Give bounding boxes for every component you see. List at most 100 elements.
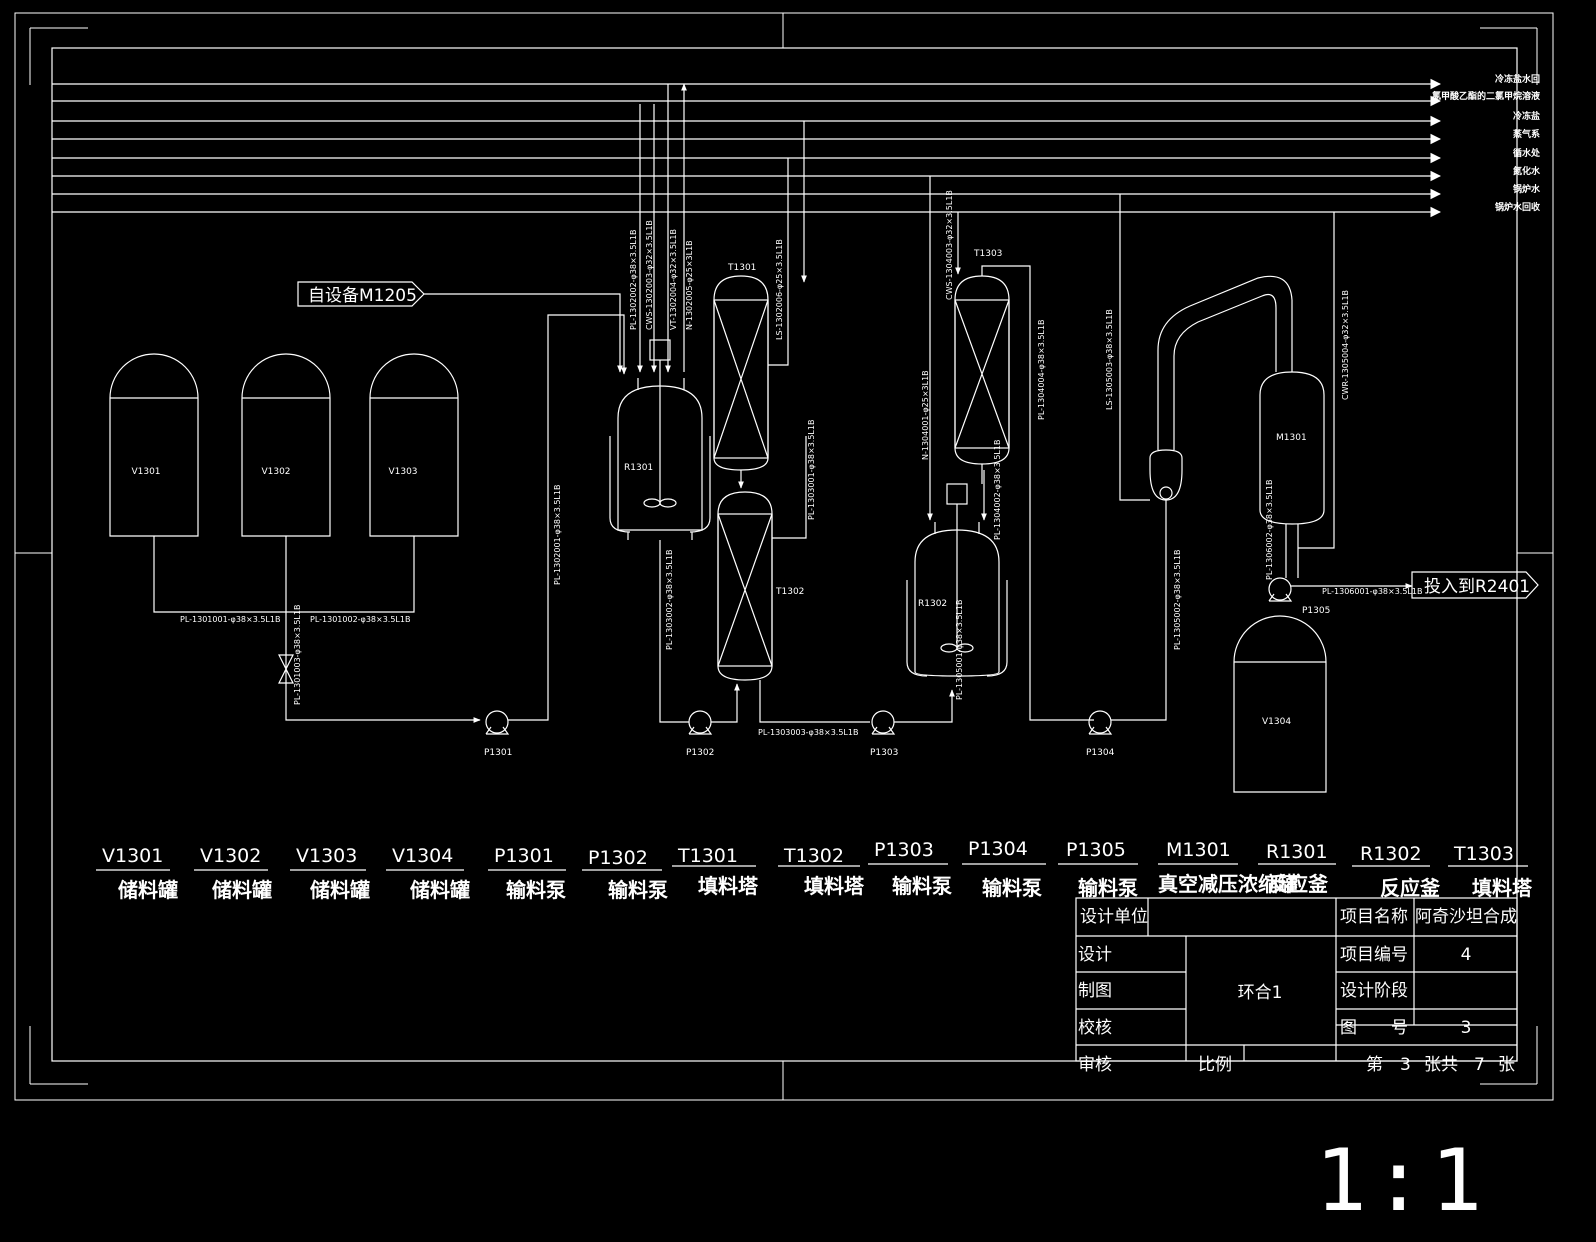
- legend-item: P1304 输料泵: [962, 838, 1046, 900]
- svg-text:P1302: P1302: [588, 847, 648, 869]
- sheet-di: 第: [1366, 1055, 1383, 1075]
- svg-text:V1301: V1301: [102, 845, 163, 867]
- svg-text:PL-1306001-φ38×3.5L1B: PL-1306001-φ38×3.5L1B: [1322, 587, 1422, 596]
- project-name: 阿奇沙坦合成: [1415, 907, 1517, 927]
- tank-outlet-piping: PL-1301001-φ38×3.5L1B PL-1301002-φ38×3.5…: [153, 536, 481, 723]
- legend-item: M1301 真空减压浓缩罐: [1158, 839, 1298, 896]
- project-no-label: 项目编号: [1340, 945, 1408, 965]
- drawing-frame: [14, 12, 1554, 1101]
- svg-text:PL-1303003-φ38×3.5L1B: PL-1303003-φ38×3.5L1B: [758, 728, 858, 737]
- svg-text:R1301: R1301: [1266, 841, 1328, 863]
- m1301-right-pipe: [1298, 212, 1335, 549]
- svg-text:V1302: V1302: [200, 845, 261, 867]
- legend-item: V1302 储料罐: [194, 845, 272, 902]
- svg-text:R1302: R1302: [1360, 843, 1422, 865]
- concentrator-m1301: M1301: [1149, 275, 1325, 578]
- svg-text:P1302: P1302: [686, 748, 714, 758]
- pump-p1302: P1302: [686, 710, 714, 758]
- to-r2401-flag: 投入到R2401: [1411, 571, 1539, 599]
- svg-text:T1301: T1301: [677, 845, 738, 867]
- svg-text:N-1304001-φ25×3L1B: N-1304001-φ25×3L1B: [921, 370, 930, 460]
- svg-text:储料罐: 储料罐: [310, 878, 370, 902]
- drawing-no-label: 图 号: [1340, 1018, 1408, 1038]
- svg-text:P1301: P1301: [484, 748, 512, 758]
- utility-headers: 冷冻盐水回 氯甲酸乙酯的二氯甲烷溶液 冷冻盐 蒸气系 循水处 氮化水 锅炉水 锅…: [52, 73, 1541, 218]
- scale-label: 比例: [1198, 1055, 1232, 1075]
- from-m1205-flag: 自设备M1205: [297, 281, 623, 373]
- utility-label: 蒸气系: [1513, 128, 1540, 140]
- svg-text:储料罐: 储料罐: [118, 878, 178, 902]
- svg-text:M1301: M1301: [1166, 839, 1231, 861]
- svg-text:VT-1302004-φ32×3.5L1B: VT-1302004-φ32×3.5L1B: [669, 229, 678, 330]
- svg-text:R1301: R1301: [624, 463, 653, 473]
- svg-text:填料塔: 填料塔: [698, 874, 759, 898]
- svg-text:PL-1302001-φ38×3.5L1B: PL-1302001-φ38×3.5L1B: [553, 485, 562, 585]
- pump-p1304: P1304: [1086, 710, 1115, 758]
- project-no: 4: [1461, 945, 1472, 965]
- legend-item: V1301 储料罐: [96, 845, 178, 902]
- svg-text:输料泵: 输料泵: [608, 878, 668, 902]
- svg-text:PL-1305002-φ38×3.5L1B: PL-1305002-φ38×3.5L1B: [1173, 550, 1182, 650]
- design-stage-label: 设计阶段: [1340, 981, 1408, 1001]
- project-name-label: 项目名称: [1340, 907, 1408, 927]
- svg-text:PL-1301001-φ38×3.5L1B: PL-1301001-φ38×3.5L1B: [180, 615, 280, 624]
- check-label: 校核: [1078, 1018, 1112, 1038]
- svg-text:T1301: T1301: [727, 263, 756, 273]
- legend-item: T1301 填料塔: [672, 845, 759, 898]
- reactor-r1301: R1301: [609, 339, 711, 540]
- m1301-left-pipe: [1119, 194, 1150, 501]
- svg-text:P1304: P1304: [968, 838, 1028, 860]
- svg-text:填料塔: 填料塔: [1472, 876, 1533, 900]
- pipe-t1302-bottom: [759, 680, 870, 723]
- svg-text:P1304: P1304: [1086, 748, 1115, 758]
- pipe-p1304-up: [1111, 500, 1167, 721]
- pipe-p1301-up: [508, 314, 627, 721]
- column-t1302: T1302: [717, 491, 804, 681]
- svg-text:V1304: V1304: [1262, 717, 1291, 727]
- svg-text:V1303: V1303: [388, 467, 417, 477]
- scale-text: 1:1: [1315, 1131, 1488, 1231]
- svg-text:N-1302005-φ25×3L1B: N-1302005-φ25×3L1B: [685, 240, 694, 330]
- svg-text:P1305: P1305: [1066, 839, 1126, 861]
- tank-v1304: V1304: [1233, 615, 1327, 793]
- reactor-r1302: R1302: [906, 483, 1008, 677]
- svg-text:PL-1304002-φ38×3.5L1B: PL-1304002-φ38×3.5L1B: [993, 440, 1002, 540]
- utility-label: 氯甲酸乙酯的二氯甲烷溶液: [1432, 90, 1541, 102]
- t1301-side-pipe: [768, 158, 789, 366]
- svg-text:V1301: V1301: [131, 467, 160, 477]
- svg-text:输料泵: 输料泵: [982, 876, 1042, 900]
- column-t1303: T1303: [954, 249, 1010, 484]
- t1303-top-pipe: [981, 265, 1094, 721]
- utility-label: 冷冻盐水回: [1495, 73, 1540, 85]
- svg-text:真空减压浓缩罐: 真空减压浓缩罐: [1158, 872, 1298, 896]
- svg-text:P1301: P1301: [494, 845, 554, 867]
- svg-text:储料罐: 储料罐: [212, 878, 272, 902]
- design-label: 设计: [1078, 945, 1112, 965]
- svg-text:M1301: M1301: [1276, 433, 1307, 443]
- svg-text:储料罐: 储料罐: [410, 878, 470, 902]
- design-unit-label: 设计单位: [1080, 907, 1148, 927]
- pipe-r1301-bottom: [659, 540, 689, 723]
- svg-text:PL-1301003-φ38×3.5L1B: PL-1301003-φ38×3.5L1B: [293, 605, 302, 705]
- svg-text:自设备M1205: 自设备M1205: [308, 286, 417, 306]
- svg-text:P1303: P1303: [870, 748, 898, 758]
- utility-label: 锅炉水回收: [1494, 201, 1540, 213]
- svg-text:P1305: P1305: [1302, 606, 1330, 616]
- utility-label: 锅炉水: [1512, 183, 1541, 195]
- svg-text:填料塔: 填料塔: [804, 874, 865, 898]
- utility-label: 氮化水: [1513, 165, 1541, 177]
- title-center-text: 环合1: [1238, 983, 1283, 1003]
- svg-text:LS-1305003-φ38×3.5L1B: LS-1305003-φ38×3.5L1B: [1105, 309, 1114, 410]
- svg-text:V1302: V1302: [261, 467, 290, 477]
- pump-p1305: P1305: [1268, 577, 1330, 616]
- r1301-inlets: PL-1302002-φ38×3.5L1B CWS-1302003-φ32×3.…: [629, 83, 694, 373]
- tank-v1302: V1302: [241, 353, 331, 537]
